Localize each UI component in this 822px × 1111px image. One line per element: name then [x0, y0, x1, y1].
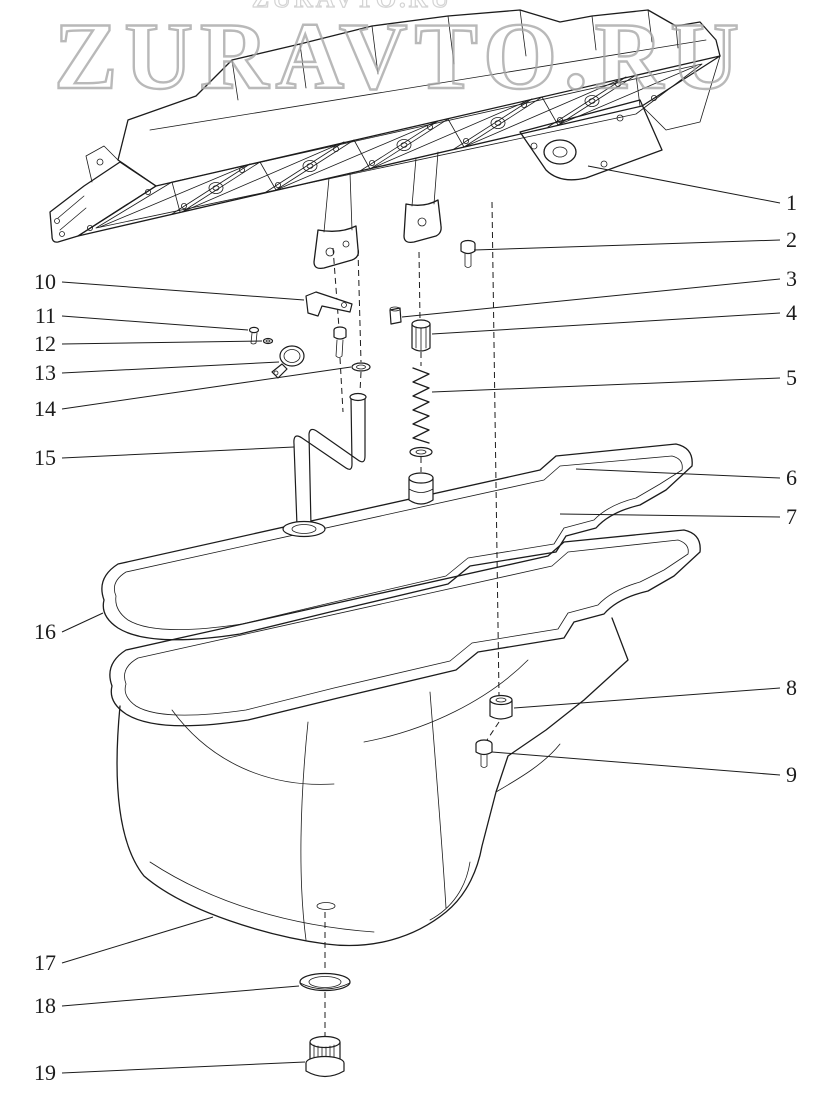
- drain-washer-18: [299, 972, 351, 992]
- spring-5: [412, 367, 430, 444]
- leader-line-3: [401, 278, 781, 318]
- callout-label-16: 16: [34, 619, 56, 644]
- stud-3: [389, 306, 402, 325]
- callout-label-10: 10: [34, 269, 56, 294]
- leader-line-8: [513, 687, 781, 709]
- callout-label-15: 15: [34, 445, 56, 470]
- bolt-9: [475, 739, 493, 768]
- bolt-2: [460, 239, 476, 268]
- bolt-11: [248, 326, 260, 345]
- gasket-inner-edge: [113, 455, 683, 631]
- pan-flange-inner: [124, 539, 689, 716]
- callout-label-17: 17: [34, 950, 56, 975]
- callout-label-6: 6: [786, 465, 797, 490]
- pan-flange-outer: [109, 529, 701, 727]
- drain-plug-19: [305, 1035, 345, 1078]
- watermark-top-partial: ZURAVTO.RU: [252, 0, 452, 13]
- callout-label-11: 11: [35, 303, 56, 328]
- callout-label-2: 2: [786, 227, 797, 252]
- pan-drain-hole: [316, 902, 336, 910]
- block-body-silhouette: [117, 9, 721, 187]
- leader-line-18: [61, 985, 300, 1007]
- leader-line-5: [431, 377, 781, 393]
- small-parts: [248, 239, 513, 1078]
- callout-label-8: 8: [786, 675, 797, 700]
- oil-pan-gasket: [101, 443, 693, 641]
- leader-line-12: [61, 340, 263, 345]
- callout-label-1: 1: [786, 190, 797, 215]
- washer-6: [409, 446, 433, 458]
- washer-14: [351, 362, 371, 372]
- leader-line-10: [61, 281, 305, 301]
- leader-line-1: [587, 165, 781, 204]
- callout-labels: 1 2 3 4 5 6 7 8 9 10 11 12 13 14 15 16 1…: [34, 190, 797, 1085]
- callout-label-13: 13: [34, 360, 56, 385]
- pan-body-outline: [116, 617, 629, 947]
- oil-pan: [109, 529, 701, 947]
- block-flange-bolt-holes: [87, 81, 658, 231]
- leader-line-9: [491, 751, 781, 776]
- callout-label-19: 19: [34, 1060, 56, 1085]
- leader-line-2: [473, 239, 781, 251]
- bracket-10: [305, 291, 353, 317]
- callout-label-3: 3: [786, 266, 797, 291]
- leader-line-16: [61, 612, 104, 633]
- callout-label-9: 9: [786, 762, 797, 787]
- leader-line-11: [61, 315, 249, 331]
- callout-label-12: 12: [34, 331, 56, 356]
- fitting-4: [411, 319, 431, 352]
- callout-label-18: 18: [34, 993, 56, 1018]
- leader-line-17: [61, 916, 214, 964]
- block-flange-inner: [95, 63, 703, 229]
- block-mount-boss-left: [313, 172, 360, 270]
- oil-pickup-tube-15: [282, 392, 367, 538]
- leader-line-13: [61, 361, 280, 374]
- leader-lines: [61, 165, 781, 1074]
- nut-8: [489, 694, 513, 720]
- block-mount-boss-right: [403, 151, 442, 244]
- callout-label-4: 4: [786, 300, 797, 325]
- bushing-7: [408, 472, 434, 505]
- leader-line-15: [61, 446, 295, 459]
- pan-body-seams: [149, 691, 561, 941]
- block-body-detail: [149, 9, 707, 131]
- callout-label-5: 5: [786, 365, 797, 390]
- block-cross-webs: [171, 74, 637, 215]
- leader-line-6: [575, 468, 781, 479]
- leader-line-4: [431, 312, 781, 335]
- block-main-bearings: [208, 95, 600, 194]
- callout-label-14: 14: [34, 396, 56, 421]
- leader-line-14: [61, 366, 352, 410]
- watermark-text: ZURAVTO.RU: [54, 3, 746, 109]
- block-rear-housing: [519, 55, 721, 181]
- engine-block: [49, 9, 721, 270]
- leader-line-7: [559, 513, 781, 518]
- pan-interior-lines: [171, 659, 529, 785]
- callout-label-7: 7: [786, 504, 797, 529]
- gasket-outer-edge: [101, 443, 693, 641]
- block-rib-diagonals: [99, 65, 697, 228]
- leader-line-19: [61, 1061, 306, 1074]
- block-left-end: [49, 145, 157, 243]
- washer-12: [262, 337, 274, 345]
- assembly-dashed-lines: [324, 201, 500, 1036]
- bolt-13a: [333, 326, 347, 358]
